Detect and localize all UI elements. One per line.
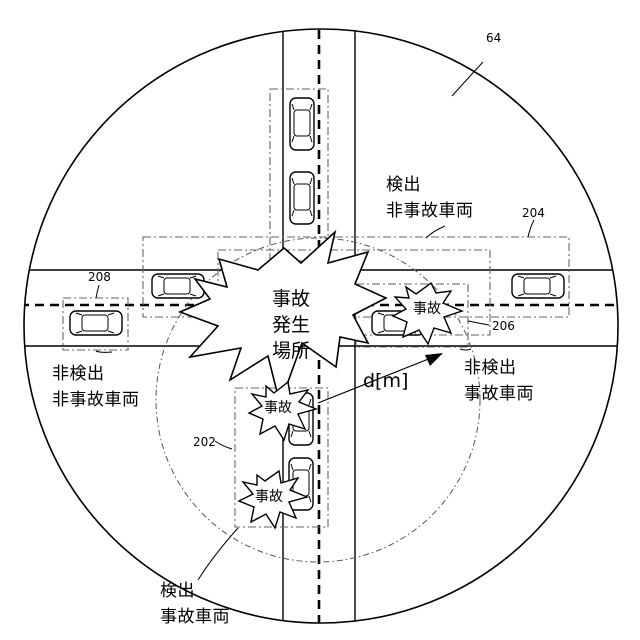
caption-detected-accident-line2: 事故車両 [160, 609, 230, 626]
ref-64: 64 [486, 32, 501, 44]
caption-undetected-non-accident-line2: 非事故車両 [52, 392, 140, 409]
car-icon [152, 274, 204, 298]
accident-site-label-line2: 発生 [272, 316, 310, 335]
ref-202: 202 [193, 436, 216, 448]
caption-undetected-non-accident-line1: 非検出 [52, 366, 105, 383]
caption-undetected-accident-line1: 非検出 [464, 360, 517, 377]
accident-marker-label: 事故 [255, 490, 283, 504]
accident-marker-label: 事故 [264, 401, 292, 415]
car-icon [290, 172, 314, 224]
caption-detected-accident-line1: 検出 [160, 583, 195, 600]
caption-detected-non-accident-line1: 検出 [386, 177, 421, 194]
accident-site-label-line1: 事故 [272, 290, 310, 309]
car-icon [290, 98, 314, 150]
ref-208: 208 [88, 271, 111, 283]
ref-206: 206 [492, 320, 515, 332]
caption-detected-non-accident-line2: 非事故車両 [386, 203, 474, 220]
caption-undetected-accident-line2: 事故車両 [464, 386, 534, 403]
car-icon [512, 274, 564, 298]
ref-204: 204 [522, 207, 545, 219]
accident-site-label-line3: 場所 [272, 342, 310, 361]
accident-marker-label: 事故 [413, 302, 441, 316]
distance-label: d[m] [363, 372, 408, 391]
car-icon [70, 311, 122, 335]
